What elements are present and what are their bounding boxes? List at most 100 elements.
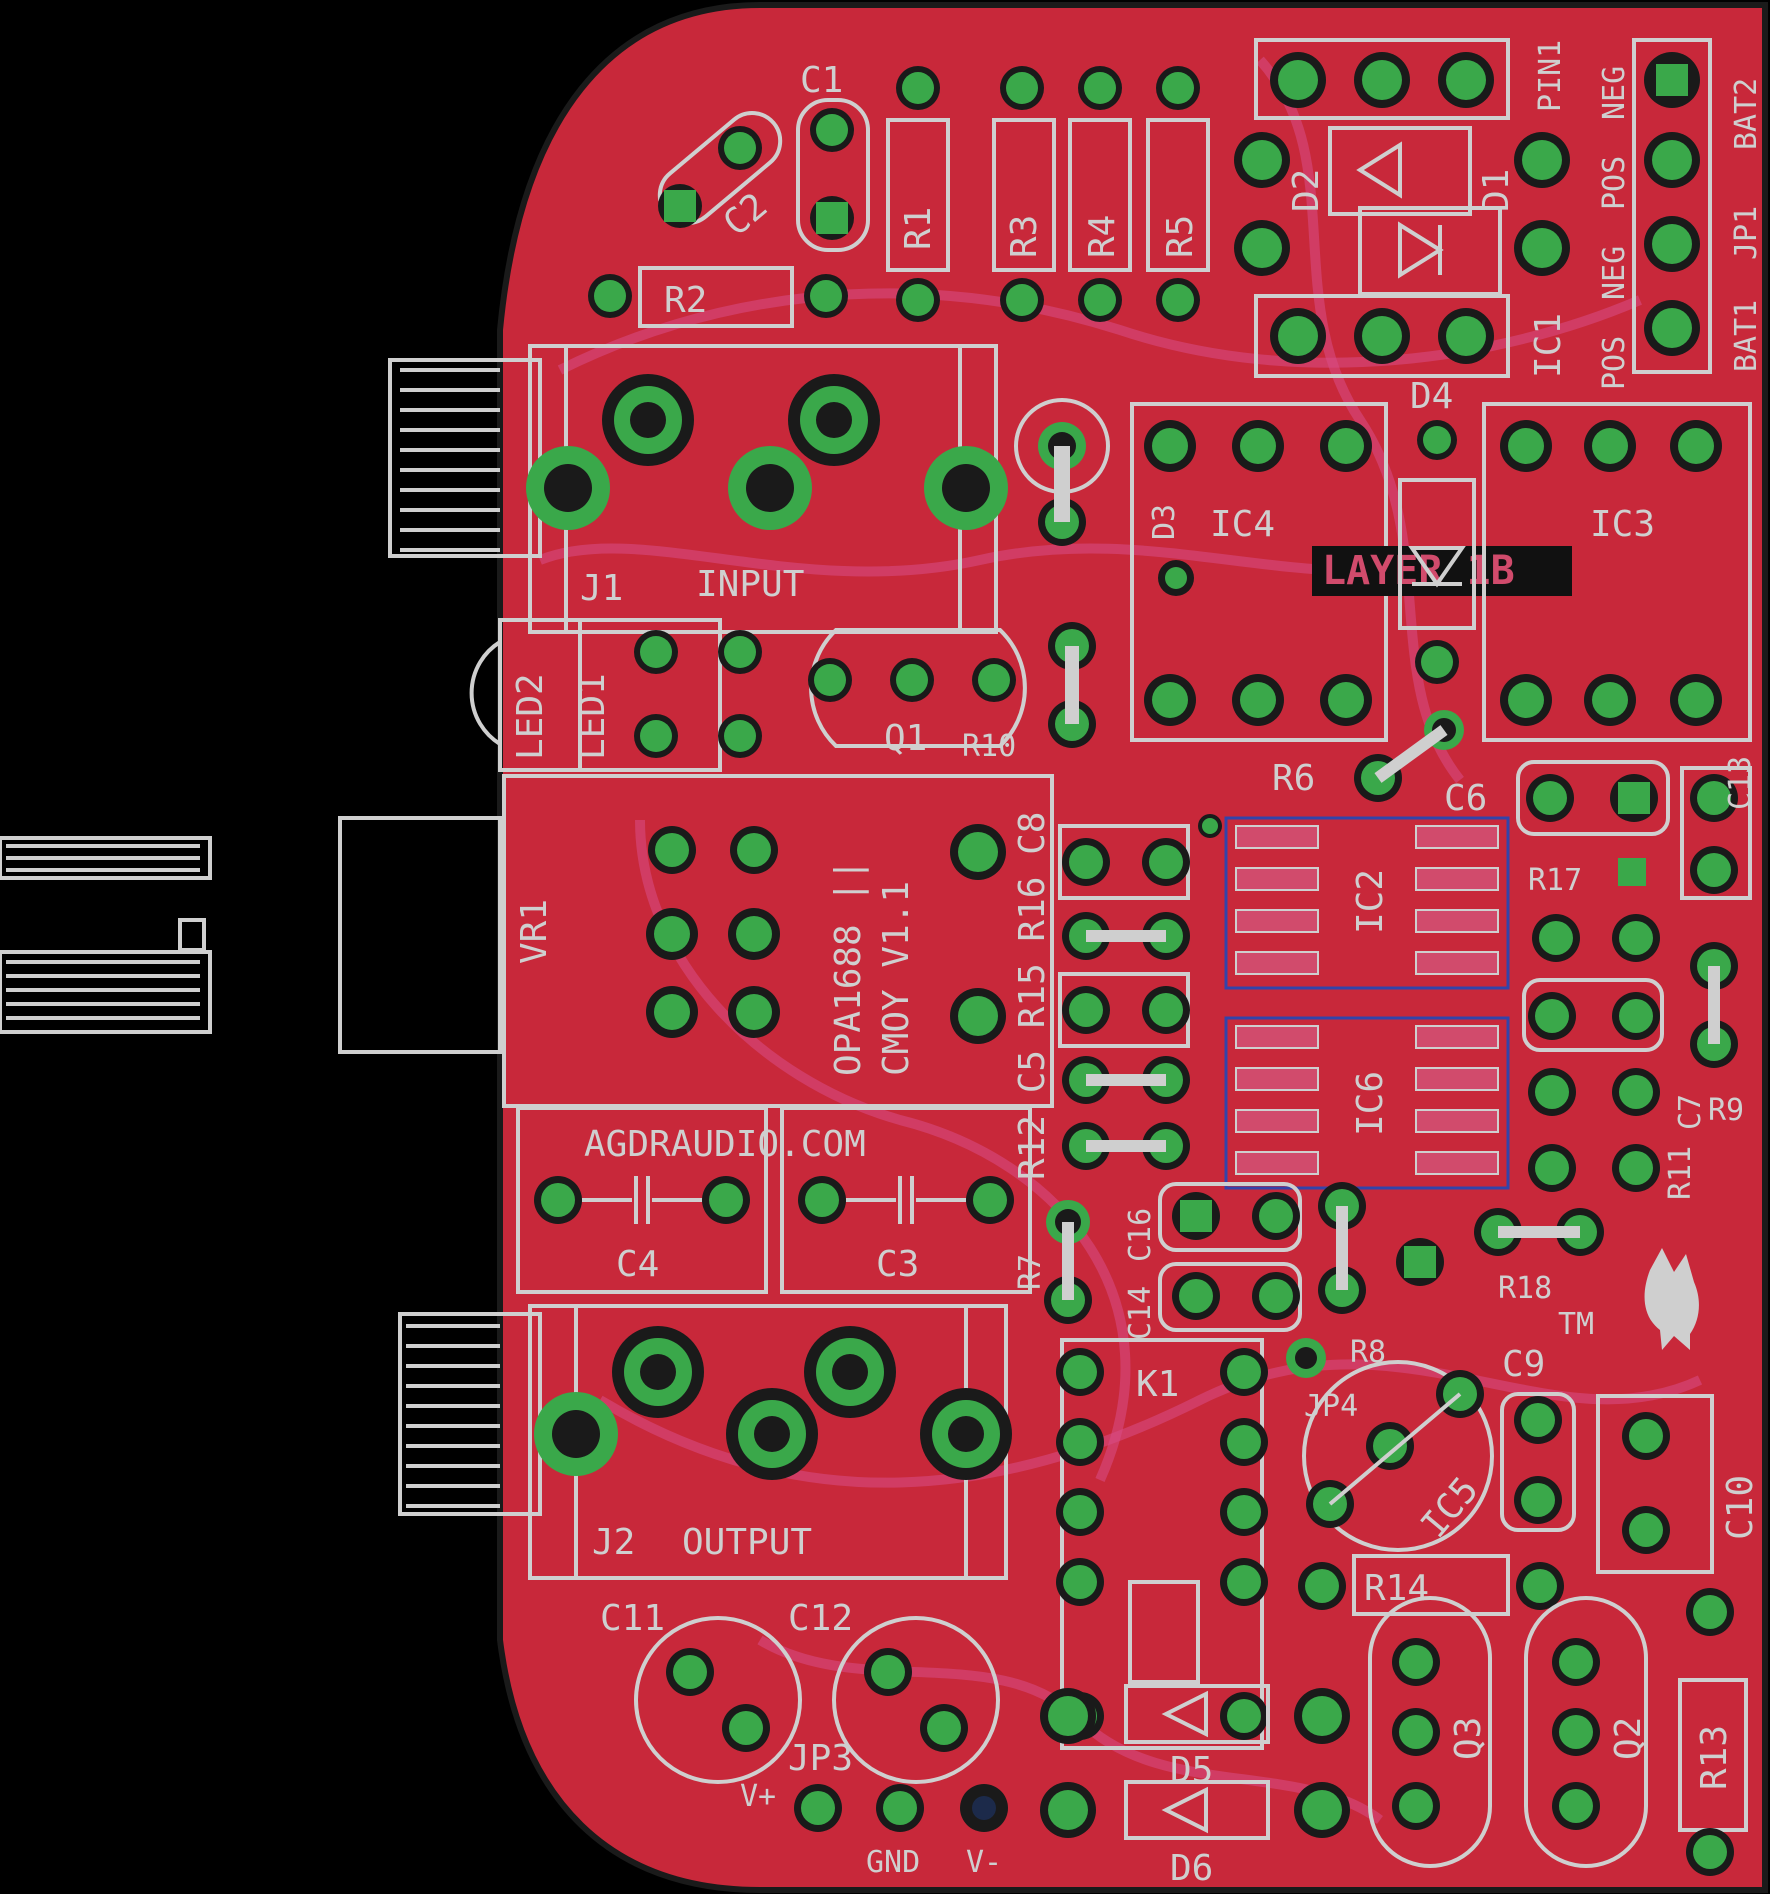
label-output: OUTPUT [682, 1522, 812, 1563]
j1-input-jack: J1 INPUT [388, 344, 1008, 634]
label-d5: D5 [1170, 1750, 1213, 1791]
r17-resistor: R17 [1528, 858, 1646, 898]
label-input: INPUT [696, 564, 804, 605]
label-bat2: BAT2 [1729, 78, 1764, 150]
ic3-socket: IC3 [1482, 402, 1752, 742]
label-gnd: GND [866, 1845, 920, 1880]
q1-transistor: Q1 [808, 628, 1027, 759]
smd-cluster: IC2 IC6 [1058, 814, 1510, 1190]
jp1-battery-header: POS NEG POS NEG BAT1 JP1 BAT2 [1597, 38, 1764, 390]
c13-capacitor: C13 [1680, 756, 1758, 900]
label-r1: R1 [898, 207, 939, 250]
r3-resistor: R3 [992, 66, 1056, 322]
d2-diode: D2 [1234, 126, 1472, 216]
label-neg-2: NEG [1597, 66, 1632, 120]
label-c3: C3 [876, 1244, 919, 1285]
label-c1: C1 [800, 60, 843, 101]
label-c4: C4 [616, 1244, 659, 1285]
label-j2: J2 [592, 1522, 635, 1563]
r18-resistor: R18 [1474, 1208, 1604, 1306]
r4-resistor: R4 [1068, 66, 1132, 322]
label-r18: R18 [1498, 1271, 1552, 1306]
label-r6: R6 [1272, 758, 1315, 799]
c11-capacitor: C11 [600, 1598, 802, 1784]
c6-capacitor: C6 [1444, 760, 1670, 836]
c9-capacitor: C9 [1500, 1344, 1576, 1532]
c10-capacitor: C10 [1596, 1394, 1761, 1574]
c1-capacitor: C1 [796, 60, 870, 252]
vertical-ref-labels: R12 C5 R15 R16 C8 [1012, 812, 1053, 1180]
label-d6: D6 [1170, 1848, 1213, 1889]
label-q1: Q1 [884, 718, 927, 759]
r2-resistor: R2 [588, 266, 848, 328]
label-ic3: IC3 [1590, 504, 1655, 545]
c12-capacitor: C12 [788, 1598, 1000, 1784]
r5-resistor: R5 [1146, 66, 1210, 322]
label-r3: R3 [1004, 215, 1045, 258]
board-outline [497, 2, 1768, 1893]
r7-resistor: R7 [1013, 1200, 1092, 1324]
website-text: AGDRAUDIO.COM [584, 1124, 866, 1165]
project-line1: OPA1688 || [828, 859, 869, 1076]
r13-resistor: R13 [1678, 1588, 1748, 1876]
vr1-potentiometer: VR1 OPA1688 || CMOY V1.1 [0, 774, 1054, 1108]
label-r9: R9 [1708, 1093, 1744, 1128]
label-r14: R14 [1364, 1568, 1429, 1609]
label-c10: C10 [1720, 1475, 1761, 1540]
c14-capacitor: C14 [1123, 1262, 1302, 1340]
project-line2: CMOY V1.1 [876, 881, 917, 1076]
label-ic1: IC1 [1528, 313, 1569, 378]
label-r7: R7 [1013, 1254, 1048, 1290]
d4-diode: D4 [1398, 376, 1476, 684]
label-c14: C14 [1123, 1286, 1158, 1340]
label-c13: C13 [1723, 756, 1758, 810]
led-pair: LED2 LED1 [469, 618, 762, 772]
d6-diode: D6 [1040, 1780, 1350, 1889]
misc-pads-center [1318, 1182, 1444, 1314]
d5-diode: D5 [1040, 1684, 1350, 1791]
q2-transistor: Q2 [1524, 1596, 1649, 1868]
label-jp1: JP1 [1729, 206, 1764, 260]
label-r11: R11 [1663, 1146, 1698, 1200]
jp3-power-header: JP3 V+ GND V- [740, 1738, 1008, 1880]
label-pin1: PIN1 [1533, 40, 1568, 112]
label-r4: R4 [1082, 215, 1123, 258]
label-j1: J1 [580, 568, 623, 609]
label-d2: D2 [1286, 169, 1327, 212]
label-neg-1: NEG [1597, 246, 1632, 300]
label-r2: R2 [664, 280, 707, 321]
label-k1: K1 [1136, 1364, 1179, 1405]
ic4-socket: IC4 D3 [1130, 402, 1388, 742]
right-passives: C7 R9 R11 [1522, 914, 1744, 1200]
label-c6: C6 [1444, 778, 1487, 819]
j2-output-jack: J2 OUTPUT [398, 1304, 1012, 1580]
label-led2: LED2 [510, 673, 551, 760]
label-ic4: IC4 [1210, 504, 1275, 545]
label-d1: D1 [1476, 169, 1517, 212]
label-ic2: IC2 [1350, 869, 1391, 934]
ic1-regulator: IC1 [1254, 294, 1569, 378]
pin1-header: PIN1 [1254, 38, 1568, 120]
label-vminus: V- [966, 1845, 1002, 1880]
layer-badge: LAYER 1B [1312, 546, 1572, 596]
label-ic6: IC6 [1350, 1071, 1391, 1136]
label-d4: D4 [1410, 376, 1453, 417]
d3-led [1014, 398, 1110, 546]
k1-relay: K1 [1056, 1338, 1268, 1750]
label-r10: R10 [962, 729, 1016, 764]
c3-capacitor: C3 [780, 1106, 1032, 1294]
label-r13: R13 [1694, 1725, 1735, 1790]
label-c7: C7 [1673, 1094, 1708, 1130]
label-bat1: BAT1 [1729, 300, 1764, 372]
label-c9: C9 [1502, 1344, 1545, 1385]
tm-mark: TM [1558, 1307, 1594, 1342]
label-q2: Q2 [1608, 1717, 1649, 1760]
label-vr1: VR1 [514, 899, 555, 964]
label-c11: C11 [600, 1598, 665, 1639]
vertical-codes: R12 C5 R15 R16 C8 [1012, 812, 1053, 1180]
label-d3: D3 [1147, 504, 1182, 540]
label-pos-1: POS [1597, 336, 1632, 390]
label-c12: C12 [788, 1598, 853, 1639]
cat-logo [1644, 1248, 1699, 1350]
